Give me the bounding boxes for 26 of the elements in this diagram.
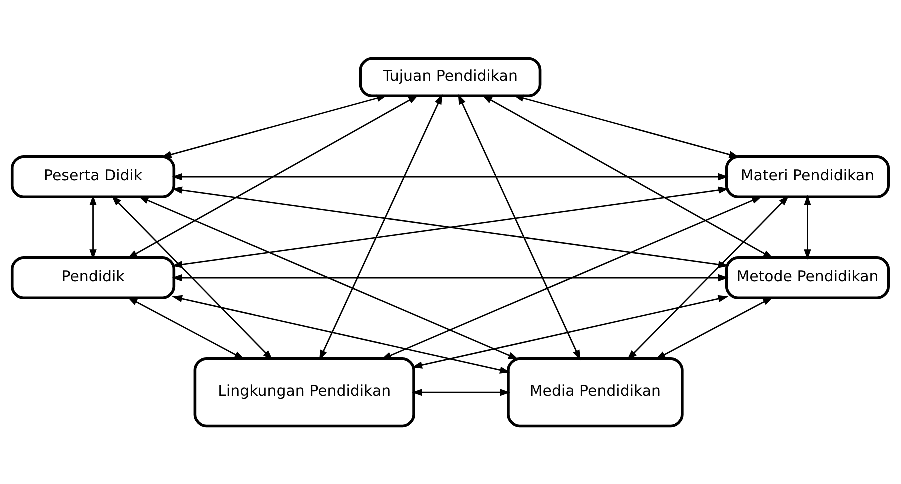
node-box: Lingkungan Pendidikan xyxy=(194,357,416,428)
arrow xyxy=(319,94,443,360)
arrow xyxy=(514,94,740,158)
node-box: Metode Pendidikan xyxy=(725,256,890,300)
arrow xyxy=(161,94,388,158)
arrow xyxy=(172,294,510,374)
arrow xyxy=(412,388,511,396)
arrow xyxy=(458,94,581,360)
arrow xyxy=(482,94,774,258)
arrow xyxy=(381,196,762,360)
node-box: Media Pendidikan xyxy=(507,357,684,428)
arrow xyxy=(127,94,419,258)
arrow xyxy=(127,296,245,360)
arrow xyxy=(412,294,729,368)
arrow xyxy=(112,195,274,360)
arrow xyxy=(172,172,729,180)
node-box: Materi Pendidikan xyxy=(725,155,890,198)
arrow xyxy=(655,296,774,360)
node-box: Tujuan Pendidikan xyxy=(359,56,542,98)
arrow xyxy=(90,194,97,260)
arrow xyxy=(172,274,729,282)
arrow xyxy=(804,194,812,260)
arrow xyxy=(627,195,790,360)
node-box: Peserta Didik xyxy=(10,155,176,198)
node-box: Pendidik xyxy=(10,256,176,300)
arrow xyxy=(138,196,519,360)
